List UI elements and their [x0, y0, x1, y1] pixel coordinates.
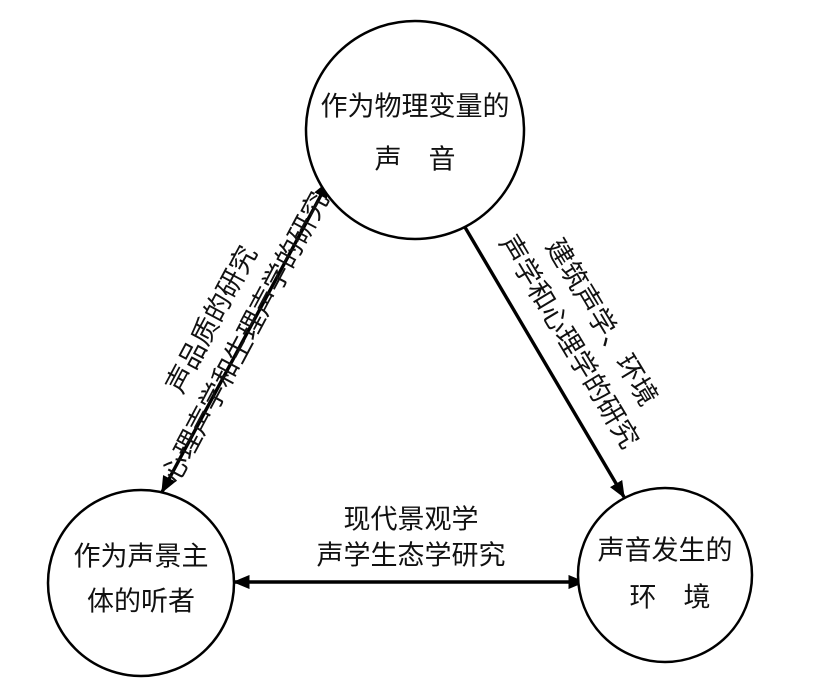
node-environment: 声音发生的 环 境 [576, 486, 754, 664]
node-sound-line2: 声 音 [375, 145, 456, 176]
node-sound-circle [304, 19, 526, 241]
edge-right-arrow [454, 210, 626, 499]
edge-bottom-labels: 现代景观学 声学生态学研究 [317, 505, 506, 572]
node-listener-line1: 作为声景主 [74, 542, 209, 573]
edge-right-labels: 建筑声学、环境 声学和心理学的研究 [493, 230, 663, 454]
node-environment-line1: 声音发生的 [598, 536, 733, 567]
node-listener-line2: 体的听者 [87, 587, 195, 618]
node-environment-line2: 环 境 [630, 583, 711, 614]
edge-bottom-line2: 声学生态学研究 [317, 541, 506, 572]
edge-left-line2: 心理声学和生理声学的研究 [156, 187, 335, 488]
node-sound: 作为物理变量的 声 音 [304, 19, 526, 241]
edge-left-labels: 声品质的研究 心理声学和生理声学的研究 [156, 187, 335, 488]
node-environment-circle [576, 486, 754, 664]
node-listener-circle [46, 488, 236, 678]
node-listener: 作为声景主 体的听者 [46, 488, 236, 678]
edge-left-arrow [160, 180, 330, 494]
edge-bottom-line1: 现代景观学 [344, 505, 479, 536]
node-sound-line1: 作为物理变量的 [321, 92, 510, 123]
